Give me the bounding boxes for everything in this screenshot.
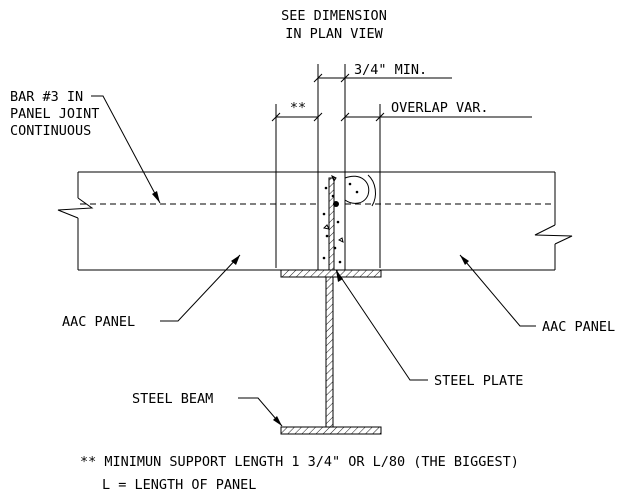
overlap-label: OVERLAP VAR.: [391, 100, 489, 116]
steel-plate: [328, 177, 335, 271]
see-dimension-label-line1: SEE DIMENSION: [281, 8, 387, 24]
see-dimension-label-line2: IN PLAN VIEW: [285, 26, 383, 42]
aac-panel-right-leader: [459, 254, 536, 327]
extension-lines: [275, 64, 381, 268]
continuous-bar: [80, 201, 553, 207]
steel-beam-leader: [238, 397, 283, 427]
aac-panel-right-label: AAC PANEL: [542, 319, 615, 335]
aac-panel-right: [345, 171, 573, 271]
note-panel-length: L = LENGTH OF PANEL: [102, 477, 256, 493]
panel-joint: [317, 171, 376, 271]
bar-label-line1: BAR #3 IN: [10, 89, 83, 105]
aac-panel-left-label: AAC PANEL: [62, 314, 135, 330]
support-length-mark: **: [290, 100, 306, 116]
bar-leader: [91, 95, 161, 204]
aac-panel-left: [57, 171, 318, 271]
bar-label-line3: CONTINUOUS: [10, 123, 91, 139]
steel-plate-leader: [335, 269, 428, 381]
bar-label-line2: PANEL JOINT: [10, 106, 99, 122]
steel-beam-label: STEEL BEAM: [132, 391, 213, 407]
steel-beam: [280, 269, 382, 435]
steel-plate-label: STEEL PLATE: [434, 373, 523, 389]
note-support-length: ** MINIMUN SUPPORT LENGTH 1 3/4" OR L/80…: [80, 454, 519, 470]
min-dimension-label: 3/4" MIN.: [354, 62, 427, 78]
aac-panel-left-leader: [160, 254, 241, 322]
